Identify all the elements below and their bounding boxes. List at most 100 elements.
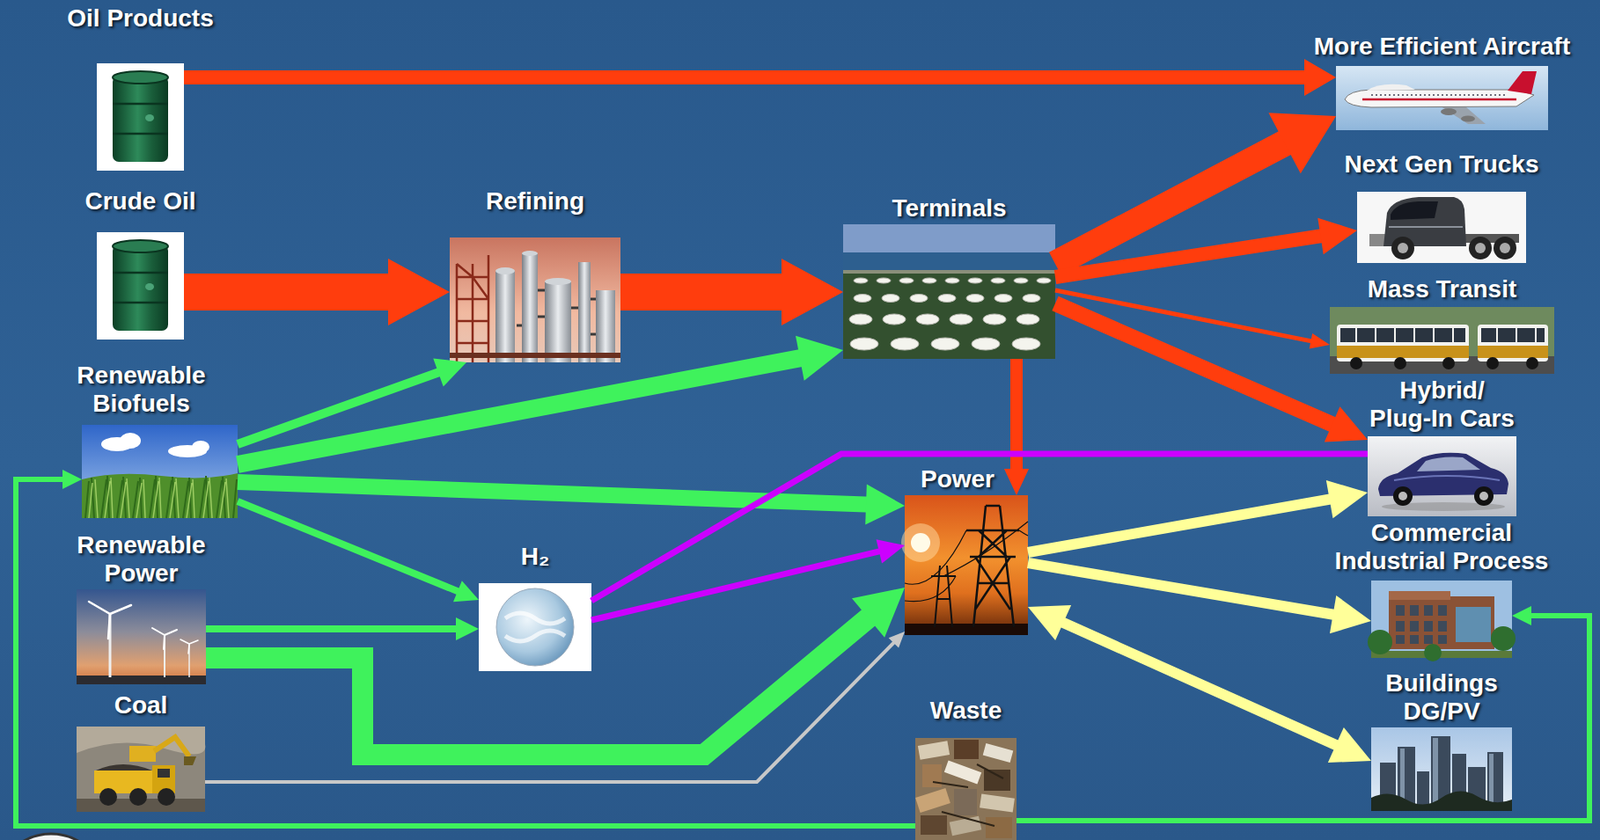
power-line-picture bbox=[910, 533, 931, 553]
city-skyline-picture bbox=[1371, 791, 1512, 812]
arrow-head bbox=[1027, 605, 1072, 641]
node-heading: Crude Oil bbox=[52, 187, 229, 215]
car-picture bbox=[1393, 486, 1413, 507]
coal-mine-picture bbox=[76, 726, 206, 813]
flow-arrow bbox=[237, 482, 905, 525]
terminal-picture bbox=[882, 314, 906, 325]
terminal-picture bbox=[983, 314, 1006, 325]
industrial-building-picture bbox=[1367, 580, 1516, 662]
flow-line bbox=[205, 625, 460, 633]
coal-mine-picture bbox=[76, 726, 206, 813]
terminal-picture bbox=[890, 337, 919, 351]
truck-picture bbox=[1499, 242, 1511, 254]
flow-arrow bbox=[1055, 303, 1368, 443]
picture-node: Refining bbox=[449, 237, 621, 363]
arrow-head bbox=[1268, 112, 1336, 174]
power-line-picture bbox=[904, 623, 1028, 636]
wind-farm-picture bbox=[76, 675, 206, 685]
arrow-head bbox=[888, 631, 905, 648]
refinery-picture bbox=[578, 262, 591, 363]
bus-picture bbox=[1336, 345, 1469, 359]
power-line-picture bbox=[901, 495, 1028, 636]
car-picture bbox=[1367, 436, 1517, 517]
truck-picture bbox=[1357, 191, 1527, 264]
bus-picture bbox=[1336, 324, 1469, 362]
hydrogen-picture bbox=[505, 613, 566, 642]
industrial-building-picture bbox=[1371, 651, 1512, 659]
terminal-picture bbox=[945, 278, 960, 284]
node-heading: Renewable Biofuels bbox=[44, 361, 239, 418]
terminal-picture bbox=[971, 337, 1000, 351]
terminal-picture bbox=[1022, 294, 1041, 303]
node-label: More Efficient Aircraft bbox=[1297, 32, 1588, 60]
node-heading: Oil Products bbox=[35, 4, 247, 32]
bus-picture bbox=[1442, 357, 1455, 370]
node-label: Hybrid/ Plug-In Cars bbox=[1367, 376, 1518, 433]
coal-mine-picture bbox=[129, 788, 147, 807]
flow-arrow bbox=[205, 587, 905, 756]
industrial-building-picture bbox=[1371, 580, 1512, 659]
biofuel-field-picture bbox=[85, 476, 237, 519]
city-skyline-picture bbox=[1371, 727, 1512, 812]
terminal-picture bbox=[853, 294, 872, 303]
truck-picture bbox=[1397, 242, 1409, 254]
flow-line bbox=[183, 70, 1309, 85]
flow-arrow bbox=[1027, 480, 1368, 553]
node-label: Waste bbox=[895, 697, 1037, 725]
truck-picture bbox=[1390, 201, 1439, 221]
car-picture bbox=[1474, 486, 1494, 507]
terminal-picture bbox=[916, 314, 940, 325]
biofuel-field-picture bbox=[88, 477, 229, 519]
industrial-building-picture bbox=[1423, 644, 1442, 662]
terminal-picture bbox=[968, 278, 983, 284]
waste-picture bbox=[920, 815, 947, 836]
waste-picture bbox=[944, 761, 982, 786]
coal-mine-picture bbox=[99, 788, 118, 807]
terminal-picture bbox=[1013, 278, 1028, 284]
power-line-picture bbox=[904, 495, 1028, 636]
terminal-picture bbox=[849, 278, 1051, 351]
truck-picture bbox=[1493, 236, 1517, 260]
arrow-head bbox=[1304, 58, 1336, 96]
arrow-head bbox=[388, 258, 450, 326]
waste-picture bbox=[922, 764, 942, 788]
node-label: Refining bbox=[447, 187, 624, 215]
refinery-picture bbox=[456, 255, 489, 363]
biofuel-field-picture bbox=[81, 473, 238, 519]
bus-picture bbox=[1394, 357, 1407, 370]
refinery-picture bbox=[544, 281, 572, 363]
flow-arrow bbox=[591, 454, 1368, 602]
arrow-head bbox=[795, 336, 844, 382]
terminal-picture bbox=[910, 294, 928, 303]
flow-line bbox=[1055, 234, 1327, 278]
terminal-picture bbox=[938, 294, 956, 303]
wind-farm-picture bbox=[76, 589, 206, 685]
flow-arrow bbox=[1027, 605, 1372, 764]
terminal-picture bbox=[843, 224, 1056, 360]
picture-node: Mass Transit bbox=[1329, 307, 1555, 375]
car-picture bbox=[1479, 491, 1489, 501]
flow-line bbox=[237, 357, 807, 465]
flow-line bbox=[1027, 498, 1336, 553]
arrow-head bbox=[1511, 606, 1532, 626]
flow-line bbox=[1027, 563, 1339, 617]
node-label: Oil Products bbox=[35, 4, 247, 32]
terminal-picture bbox=[843, 252, 1056, 272]
waste-picture bbox=[915, 738, 1017, 840]
terminal-picture bbox=[931, 337, 960, 351]
refinery-picture bbox=[521, 250, 538, 257]
node-heading: Renewable Power bbox=[44, 531, 239, 588]
flow-arrow bbox=[237, 336, 844, 465]
bus-picture bbox=[1481, 328, 1545, 343]
node-heading: Next Gen Trucks bbox=[1309, 150, 1574, 178]
picture-node: Coal bbox=[76, 726, 206, 813]
arrow-head bbox=[453, 580, 479, 602]
node-heading: Waste bbox=[895, 697, 1037, 725]
truck-picture bbox=[1475, 242, 1486, 254]
arrow-head bbox=[1317, 218, 1358, 256]
arrow-head bbox=[1328, 727, 1372, 764]
city-skyline-picture bbox=[1371, 727, 1512, 812]
car-picture bbox=[1416, 457, 1481, 473]
node-heading: Coal bbox=[70, 691, 212, 720]
industrial-building-picture bbox=[1490, 626, 1516, 652]
